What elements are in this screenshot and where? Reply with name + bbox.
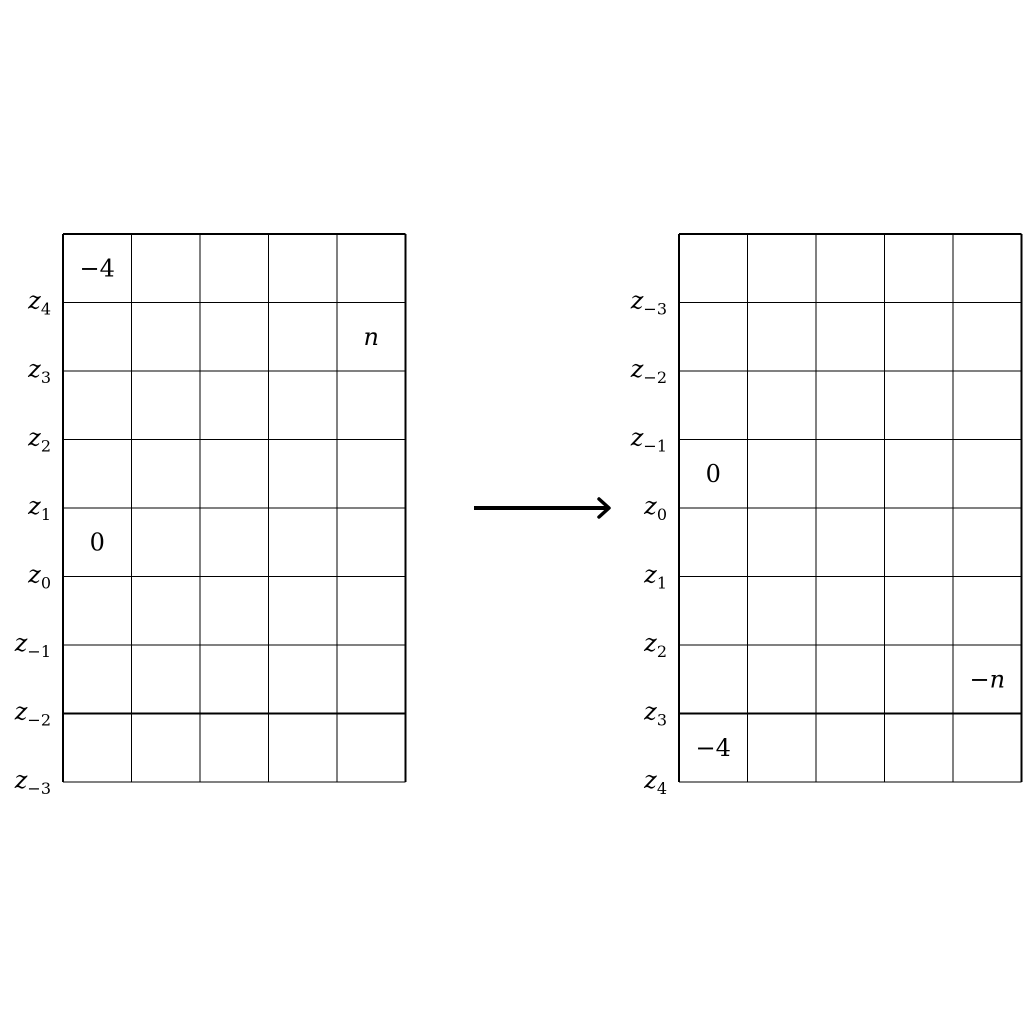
row-label: z−1 <box>14 629 51 661</box>
row-label: z4 <box>27 287 51 319</box>
row-label-variable: z <box>630 424 644 452</box>
row-label: z−2 <box>14 698 51 730</box>
row-label-subscript: 0 <box>657 505 667 524</box>
row-label-subscript: 1 <box>41 505 51 524</box>
row-label: z0 <box>27 561 51 593</box>
row-label-subscript: −1 <box>27 642 51 661</box>
cell-entry: 0 <box>90 528 105 556</box>
cell-entry: 0 <box>706 460 721 488</box>
row-label-subscript: −2 <box>27 711 51 730</box>
cell-entry: n <box>364 323 379 351</box>
row-label-variable: z <box>14 698 28 726</box>
cell-entry: −4 <box>80 254 115 282</box>
cell-entry: −n <box>969 665 1005 693</box>
row-label-subscript: −3 <box>643 300 667 319</box>
row-label-variable: z <box>14 629 28 657</box>
row-label-subscript: 4 <box>657 779 667 798</box>
row-label-subscript: −1 <box>643 437 667 456</box>
row-label-subscript: 2 <box>41 437 51 456</box>
row-label-variable: z <box>27 492 41 520</box>
row-label-variable: z <box>643 561 657 589</box>
row-label: z−1 <box>630 424 667 456</box>
row-label: z−3 <box>14 766 51 798</box>
row-label: z0 <box>643 492 667 524</box>
row-label-variable: z <box>643 698 657 726</box>
row-label: z2 <box>643 629 667 661</box>
row-label: z1 <box>27 492 51 524</box>
row-label-subscript: 0 <box>41 574 51 593</box>
row-label: z2 <box>27 424 51 456</box>
row-label: z4 <box>643 766 667 798</box>
cell-entry: −4 <box>696 734 731 762</box>
row-label-variable: z <box>643 766 657 794</box>
row-label-variable: z <box>27 287 41 315</box>
row-label: z−2 <box>630 355 667 387</box>
row-label-variable: z <box>27 561 41 589</box>
row-label-variable: z <box>643 492 657 520</box>
row-label-variable: z <box>630 287 644 315</box>
row-label-variable: z <box>27 355 41 383</box>
row-label: z3 <box>643 698 667 730</box>
row-label-variable: z <box>643 629 657 657</box>
row-label-subscript: 3 <box>41 368 51 387</box>
row-label-variable: z <box>630 355 644 383</box>
row-label-subscript: 4 <box>41 300 51 319</box>
row-label-subscript: −3 <box>27 779 51 798</box>
row-label: z−3 <box>630 287 667 319</box>
row-label-subscript: 1 <box>657 574 667 593</box>
row-label-variable: z <box>27 424 41 452</box>
row-label-variable: z <box>14 766 28 794</box>
row-label-subscript: 3 <box>657 711 667 730</box>
row-label: z1 <box>643 561 667 593</box>
row-label: z3 <box>27 355 51 387</box>
row-label-subscript: −2 <box>643 368 667 387</box>
right-arrow-icon <box>474 497 611 519</box>
row-label-subscript: 2 <box>657 642 667 661</box>
